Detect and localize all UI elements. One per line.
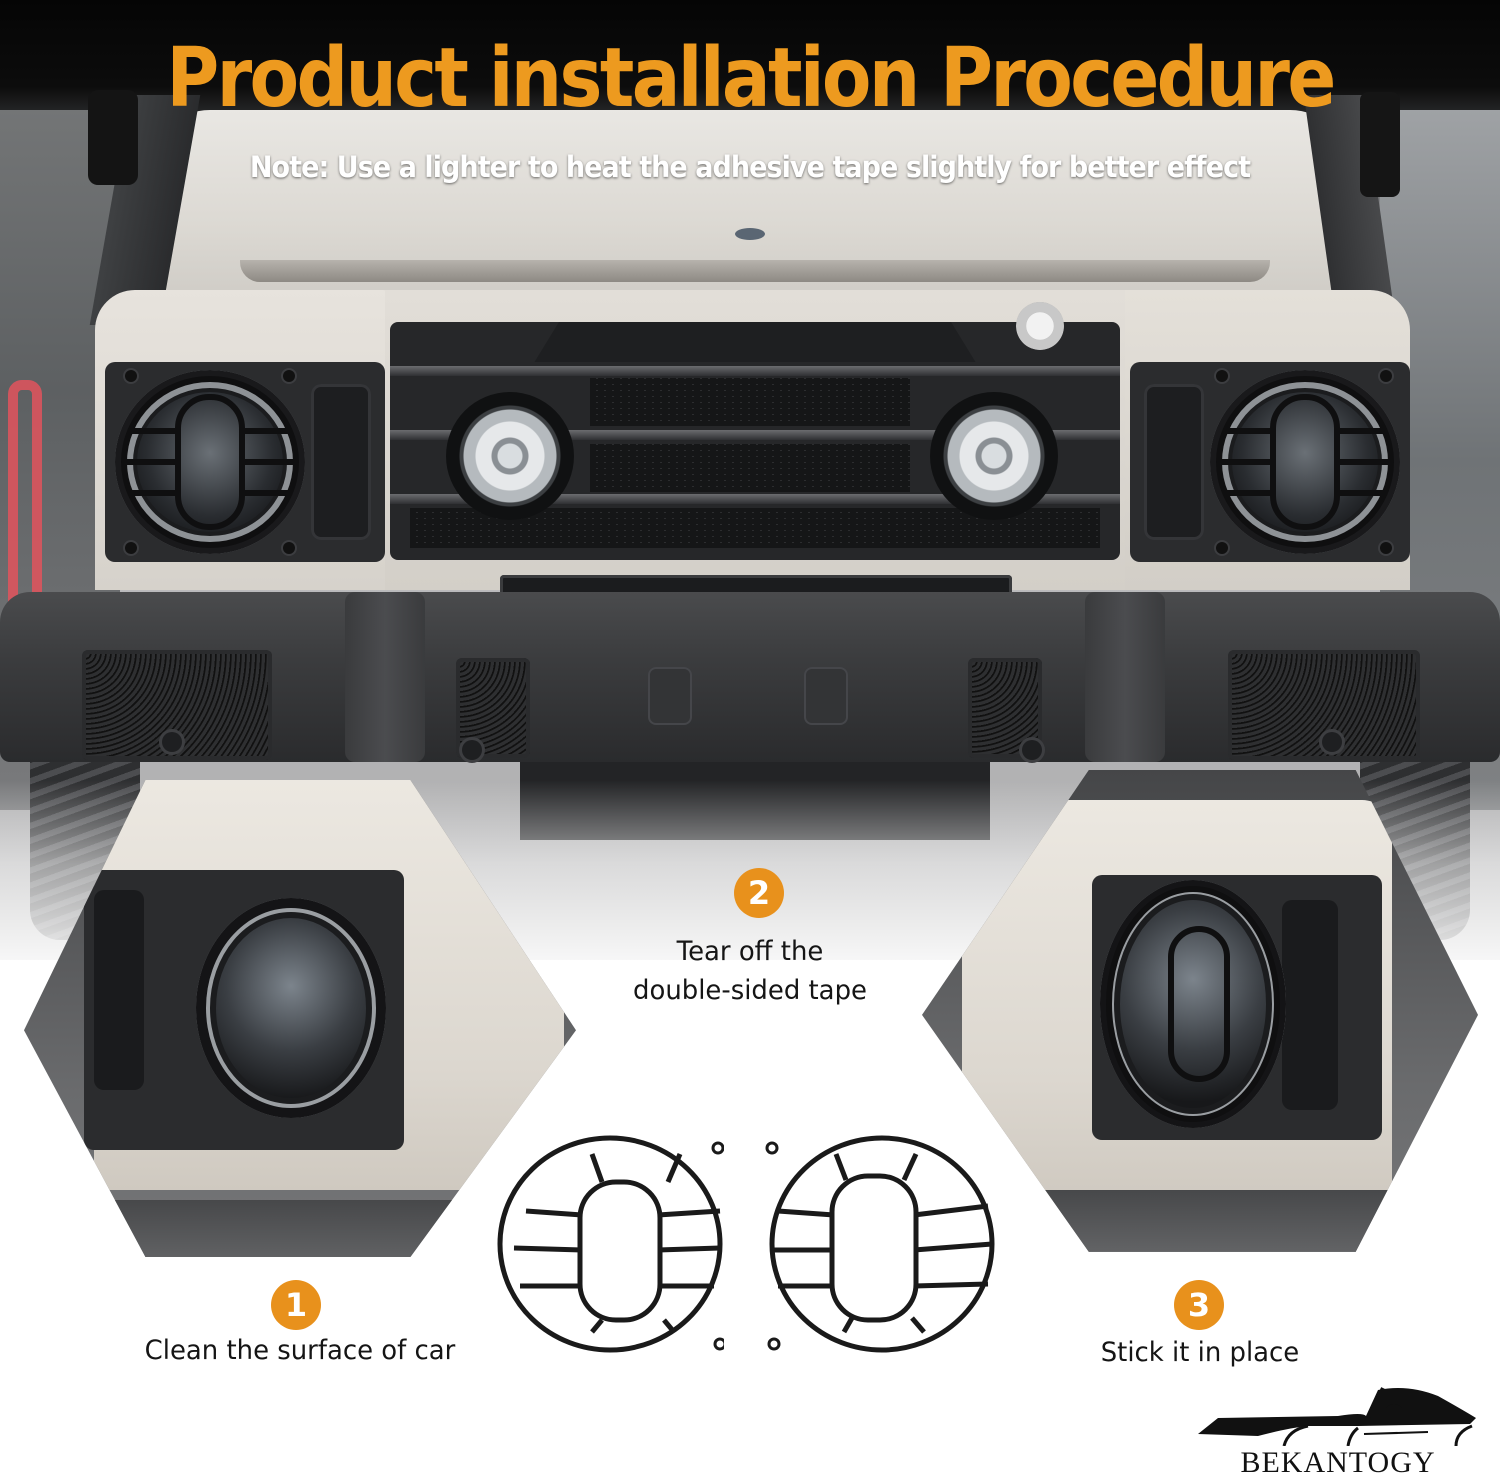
auxiliary-lamp-left — [446, 392, 574, 520]
hood-edge — [240, 260, 1270, 282]
side-mirror-right — [1360, 92, 1400, 197]
vehicle-badge-icon — [1016, 302, 1064, 350]
step-2-label-line-2: double-sided tape — [633, 975, 867, 1006]
bolt-icon — [1380, 542, 1392, 554]
grille-mesh — [590, 378, 910, 426]
brand-name: BEKANTOGY — [1240, 1446, 1436, 1479]
headlight-guard-ring — [1216, 376, 1394, 548]
side-vent-right — [1144, 384, 1204, 540]
headlamp-uncovered — [196, 898, 386, 1118]
grille-slat — [390, 366, 1120, 376]
hood-emblem-icon — [735, 228, 765, 240]
sports-car-silhouette-icon — [1198, 1387, 1476, 1447]
headlight-guard-product-left — [497, 1135, 724, 1353]
headlight-guard-ring — [121, 376, 299, 548]
headlight-panel-left — [105, 362, 385, 562]
bolt-icon — [1216, 542, 1228, 554]
auxiliary-lamp-right — [930, 392, 1058, 520]
grille-top-vent — [534, 322, 976, 362]
guard-bar — [1338, 490, 1386, 496]
step-2-badge: 2 — [734, 868, 784, 918]
bumper-post — [1085, 592, 1165, 762]
step-3-label: Stick it in place — [1100, 1337, 1300, 1368]
front-bumper — [0, 592, 1500, 762]
step-1-label: Clean the surface of car — [144, 1335, 456, 1366]
guard-bar — [129, 490, 177, 496]
tow-hook-cover — [648, 667, 692, 725]
bolt-icon — [1216, 370, 1228, 382]
headlight-guard-oval — [1270, 394, 1340, 530]
headlight-guard-oval — [1168, 926, 1230, 1082]
parking-sensor-icon — [162, 732, 182, 752]
guard-bar — [1220, 459, 1272, 465]
bumper-post — [345, 592, 425, 762]
step-2-label-line-1: Tear off the — [676, 936, 824, 967]
headlight-guard-oval — [175, 394, 245, 530]
front-grille — [390, 322, 1120, 560]
background-red-barrier — [8, 380, 42, 620]
guard-bar — [125, 459, 177, 465]
bolt-icon — [125, 542, 137, 554]
guard-bar — [243, 490, 291, 496]
step-3-badge: 3 — [1174, 1280, 1224, 1330]
headlight-panel-right — [1130, 362, 1410, 562]
hero-vehicle-photo — [0, 0, 1500, 960]
guard-bar — [1338, 428, 1386, 434]
bolt-icon — [125, 370, 137, 382]
grille-mesh — [590, 444, 910, 492]
headlight-guard-product-right — [765, 1135, 995, 1353]
headlamp-left — [115, 370, 305, 554]
headlight-guard-ring — [1106, 886, 1280, 1122]
guard-bar — [243, 428, 291, 434]
installation-note: Note: Use a lighter to heat the adhesive… — [249, 150, 1251, 184]
bolt-icon — [283, 542, 295, 554]
bolt-icon — [283, 370, 295, 382]
side-vent — [1282, 900, 1338, 1110]
guard-bar — [1338, 459, 1390, 465]
step-1-badge: 1 — [271, 1280, 321, 1330]
side-mirror-left — [88, 90, 138, 185]
parking-sensor-icon — [1322, 732, 1342, 752]
guard-bar — [1224, 490, 1272, 496]
side-vent-left — [311, 384, 371, 540]
parking-sensor-icon — [1022, 740, 1042, 760]
page-title: Product installation Procedure — [166, 31, 1336, 126]
parking-sensor-icon — [462, 740, 482, 760]
grille-slat — [390, 494, 1120, 504]
guard-bar — [1224, 428, 1272, 434]
guard-bar — [243, 459, 295, 465]
side-vent — [94, 890, 144, 1090]
guard-bar — [129, 428, 177, 434]
headlamp-with-guard — [1100, 880, 1286, 1128]
step-1-image — [24, 780, 576, 1258]
tow-hook-cover — [804, 667, 848, 725]
headlamp-right — [1210, 370, 1400, 554]
bolt-icon — [1380, 370, 1392, 382]
grille-slat — [390, 430, 1120, 440]
brand-logo: BEKANTOGY — [1188, 1376, 1488, 1484]
